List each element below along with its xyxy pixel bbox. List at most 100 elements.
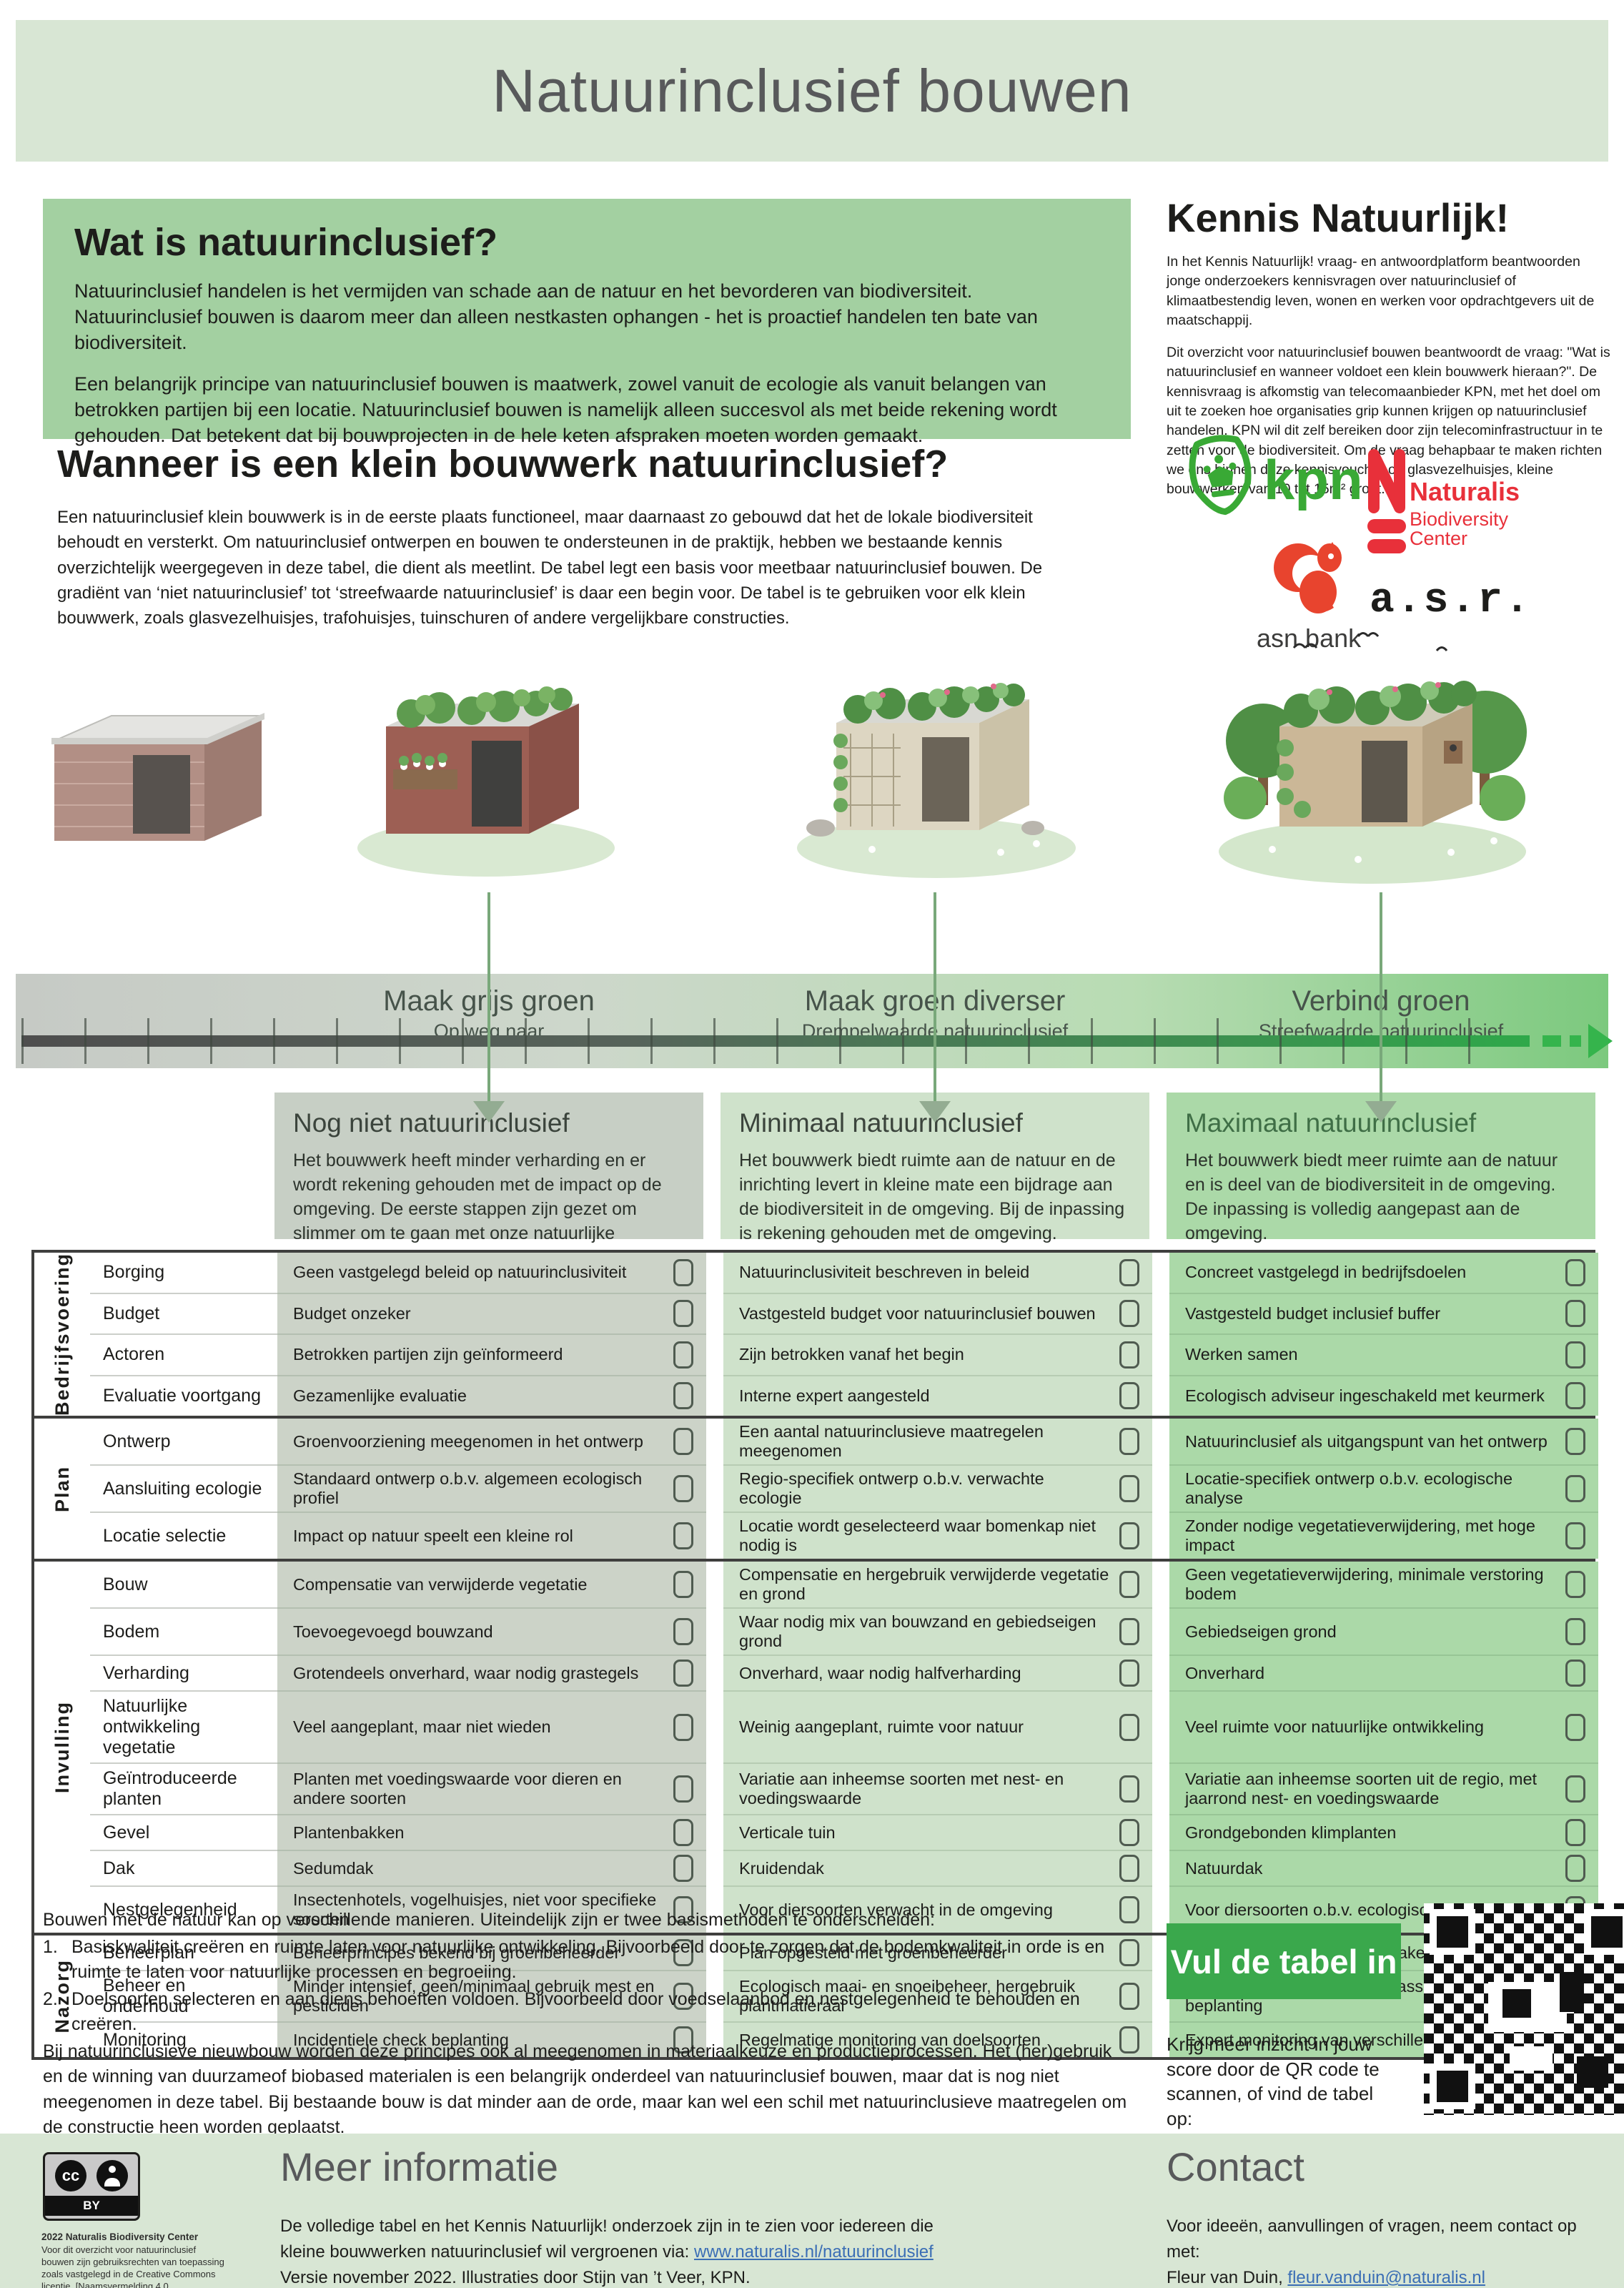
license-text: 2022 Naturalis Biodiversity Center Voor …: [41, 2232, 224, 2288]
checkbox[interactable]: [1565, 1571, 1585, 1599]
checkbox[interactable]: [1119, 2026, 1139, 2054]
column-gap: [1152, 1419, 1169, 1465]
checkbox[interactable]: [673, 1660, 693, 1687]
partner-logos: kpn Naturalis Biodiversity Center asn ba…: [1158, 429, 1623, 658]
checkbox[interactable]: [673, 1819, 693, 1847]
checkbox[interactable]: [1119, 1713, 1139, 1741]
column-gap: [706, 1970, 723, 2022]
row-label: Beheerplan: [90, 1936, 277, 1971]
checkbox[interactable]: [673, 1896, 693, 1924]
checkbox[interactable]: [1119, 1258, 1139, 1286]
table-cell: Plantenbakken: [277, 1814, 706, 1850]
checkbox[interactable]: [673, 1939, 693, 1967]
checkbox[interactable]: [1119, 1428, 1139, 1456]
qr-finder-icon: [1430, 2063, 1475, 2109]
ruler-dash: [1570, 1035, 1581, 1047]
table-cell: Insectenhotels, vogelhuisjes, niet voor …: [277, 1885, 706, 1933]
naturalis-logo-icon: [1367, 449, 1406, 553]
checkbox[interactable]: [1119, 1571, 1139, 1599]
column-gap: [706, 1814, 723, 1850]
checkbox[interactable]: [1565, 1819, 1585, 1847]
row-label: Bodem: [90, 1607, 277, 1655]
checkbox[interactable]: [673, 1618, 693, 1646]
checkbox[interactable]: [1119, 1775, 1139, 1803]
checkbox[interactable]: [673, 1382, 693, 1410]
intro-paragraph-1: Natuurinclusief handelen is het vermijde…: [74, 280, 1038, 353]
checklist-table: Bedrijfsvoering Borging Geen vastgelegd …: [31, 1250, 1598, 2061]
checkbox[interactable]: [673, 2026, 693, 2054]
table-cell: Gebiedseigen grond: [1169, 1607, 1598, 1655]
checkbox[interactable]: [1119, 1341, 1139, 1369]
checkbox[interactable]: [1565, 1713, 1585, 1741]
table-cell: Regelmatige monitoring van doelsoorten: [723, 2021, 1152, 2058]
checkbox[interactable]: [1119, 1382, 1139, 1410]
checkbox[interactable]: [1119, 1855, 1139, 1883]
ruler-arrowhead-icon: [1588, 1024, 1613, 1058]
checkbox[interactable]: [1565, 1258, 1585, 1286]
checkbox[interactable]: [673, 1522, 693, 1550]
table-cell: Ecologisch maai- en snoeibeheer, hergebr…: [723, 1970, 1152, 2022]
checkbox[interactable]: [1119, 1522, 1139, 1550]
checkbox[interactable]: [673, 1428, 693, 1456]
contact-email-link-1[interactable]: fleur.vanduin@naturalis.nl: [1287, 2268, 1485, 2287]
checkbox[interactable]: [673, 1258, 693, 1286]
column-gap: [1152, 1512, 1169, 1559]
table-cell: Toevoegevoegd bouwzand: [277, 1607, 706, 1655]
column-gap: [1152, 2021, 1169, 2058]
meer-informatie-link[interactable]: www.naturalis.nl/natuurinclusief: [693, 2242, 934, 2262]
row-label: Geïntroduceerde planten: [90, 1762, 277, 1815]
naturalis-logo-text: Naturalis Biodiversity Center: [1410, 477, 1520, 550]
illustration-building-stage-4: [1208, 619, 1537, 891]
section-label: Invulling: [34, 1562, 90, 1933]
contact-text: Voor ideeën, aanvullingen of vragen, nee…: [1167, 2216, 1577, 2287]
checkbox[interactable]: [1119, 1475, 1139, 1503]
checkbox[interactable]: [1119, 1660, 1139, 1687]
fill-table-button[interactable]: Vul de tabel in: [1167, 1923, 1401, 1999]
checkbox[interactable]: [1565, 1341, 1585, 1369]
table-cell: Gezamenlijke evaluatie: [277, 1374, 706, 1416]
checkbox[interactable]: [673, 1855, 693, 1883]
methods-outro: Bij natuurinclusieve nieuwbouw worden de…: [43, 2041, 1127, 2138]
checkbox[interactable]: [1565, 1475, 1585, 1503]
checkbox[interactable]: [1119, 1896, 1139, 1924]
checkbox[interactable]: [673, 1475, 693, 1503]
checkbox[interactable]: [1565, 1660, 1585, 1687]
table-cell: Natuurdak: [1169, 1850, 1598, 1886]
asr-logo-text: a.s.r.: [1370, 578, 1532, 624]
table-cell: Compensatie en hergebruik verwijderde ve…: [723, 1562, 1152, 1608]
checkbox[interactable]: [1565, 1855, 1585, 1883]
checkbox[interactable]: [1565, 1618, 1585, 1646]
column-gap: [706, 1464, 723, 1512]
table-cell: Standaard ontwerp o.b.v. algemeen ecolog…: [277, 1464, 706, 1512]
checkbox[interactable]: [1565, 1522, 1585, 1550]
checkbox[interactable]: [1565, 1382, 1585, 1410]
checkbox[interactable]: [1119, 1983, 1139, 2011]
section-label: Plan: [34, 1419, 90, 1559]
meer-informatie-heading: Meer informatie: [280, 2144, 559, 2189]
checkbox[interactable]: [1565, 1300, 1585, 1328]
checkbox[interactable]: [673, 1775, 693, 1803]
checkbox[interactable]: [1119, 1939, 1139, 1967]
checkbox[interactable]: [1565, 1428, 1585, 1456]
checkbox[interactable]: [673, 1713, 693, 1741]
checkbox[interactable]: [1119, 1819, 1139, 1847]
checkbox[interactable]: [1119, 1300, 1139, 1328]
table-section-plan: Plan Ontwerp Groenvoorziening meegenomen…: [34, 1416, 1598, 1559]
table-cell: Planten met voedingswaarde voor dieren e…: [277, 1762, 706, 1815]
intro-section: Wat is natuurinclusief? Natuurinclusief …: [43, 199, 1131, 446]
checkbox[interactable]: [673, 1983, 693, 2011]
checkbox[interactable]: [673, 1300, 693, 1328]
table-cell: Betrokken partijen zijn geïnformeerd: [277, 1333, 706, 1375]
checkbox[interactable]: [1565, 1775, 1585, 1803]
table-cell: Onverhard, waar nodig halfverharding: [723, 1655, 1152, 1691]
checkbox[interactable]: [673, 1571, 693, 1599]
column-gap: [706, 1333, 723, 1375]
checkbox[interactable]: [1119, 1618, 1139, 1646]
column-gap: [706, 1762, 723, 1815]
intro-paragraph-2: Een belangrijk principe van natuurinclus…: [74, 373, 1057, 446]
table-cell: Voor diersoorten verwacht in de omgeving: [723, 1885, 1152, 1933]
kpn-logo-icon: [1189, 435, 1252, 516]
table-cell: Kruidendak: [723, 1850, 1152, 1886]
checkbox[interactable]: [673, 1341, 693, 1369]
ruler-dash: [1543, 1035, 1561, 1047]
